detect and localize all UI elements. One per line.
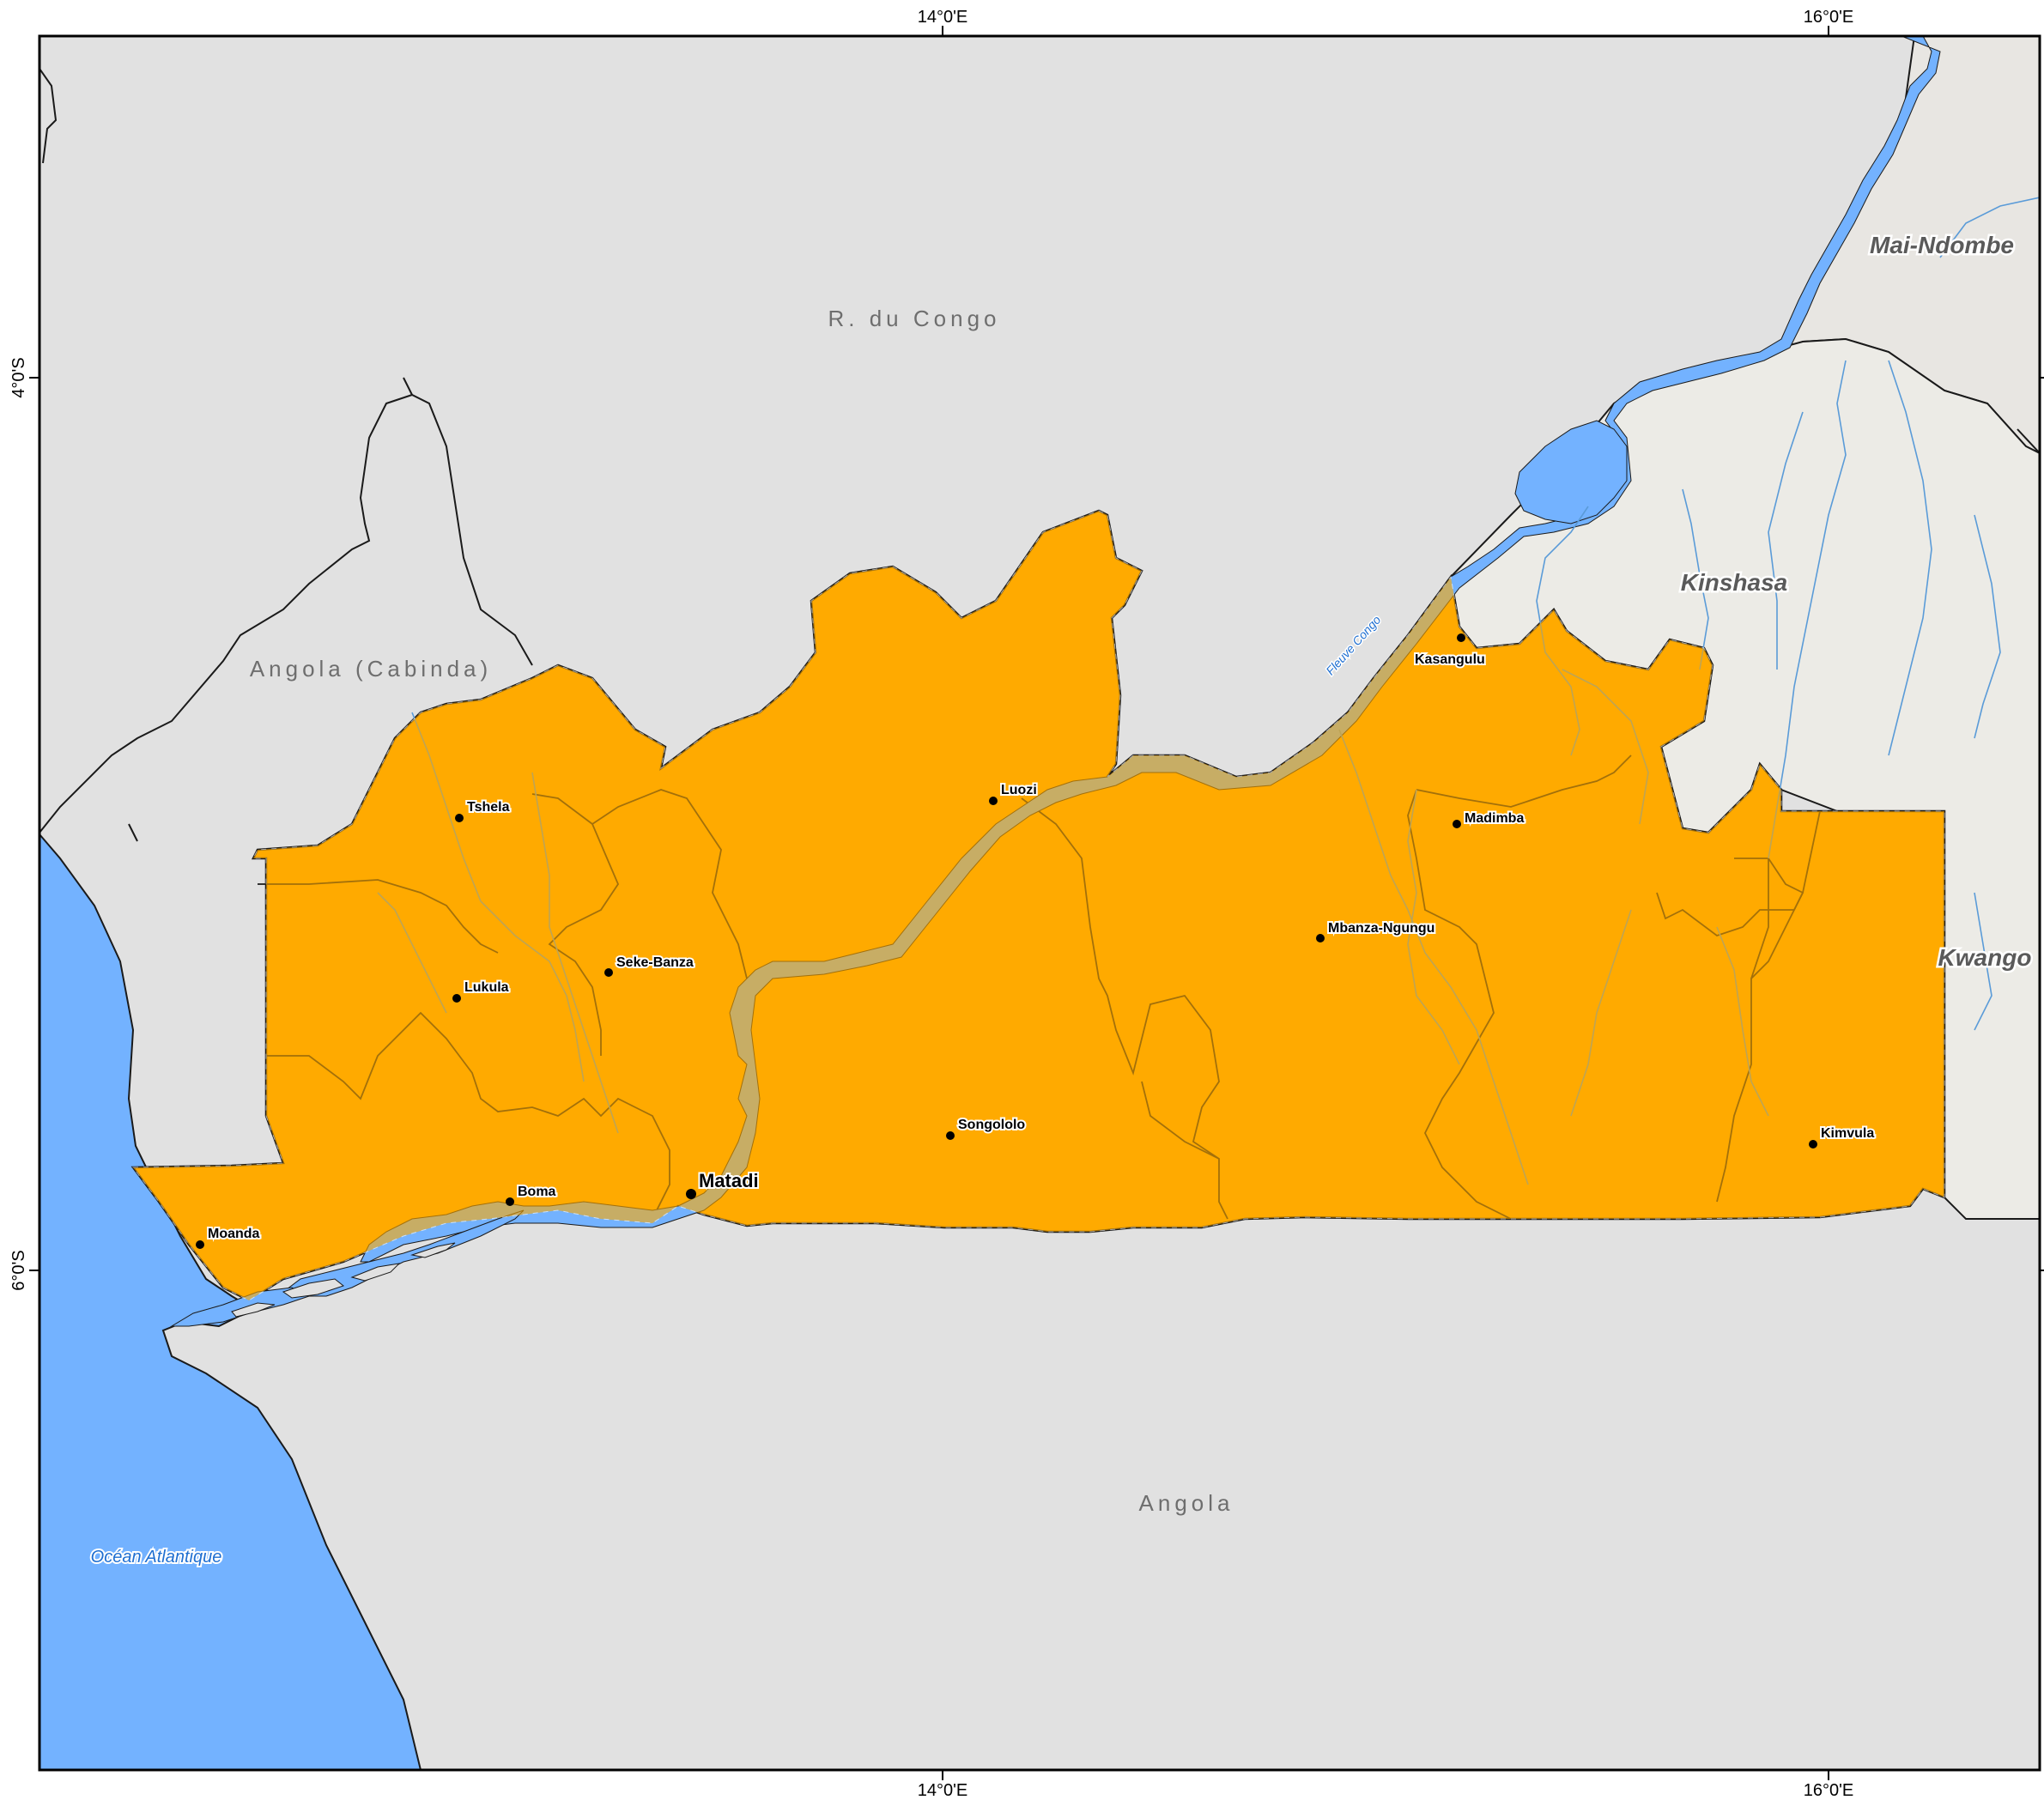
city-dot-matadi [686,1189,696,1199]
left-tick-4s: 4°0'S [9,357,28,397]
city-dot-mbanza-ngungu [1316,934,1325,942]
city-dot-tshela [455,814,464,822]
city-label-mbanza-ngungu: Mbanza-Ngungu [1328,921,1434,936]
city-dot-lukula [452,994,461,1003]
map-frame [38,34,2041,1772]
cities: Tshela Seke-Banza Lukula Moanda Boma Mat… [196,633,1876,1249]
city-dot-seke-banza [604,968,613,977]
estuary-islands [231,1242,456,1318]
city-label-madimba: Madimba [1465,811,1524,826]
top-tick-14e: 14°0'E [918,8,968,27]
city-label-matadi: Matadi [699,1170,759,1191]
city-label-seke-banza: Seke-Banza [616,955,694,970]
label-kwango: Kwango [1938,944,2032,971]
city-dot-luozi [989,797,998,805]
graticule-ticks [29,26,2044,1780]
city-label-kasangulu: Kasangulu [1415,652,1485,667]
city-label-tshela: Tshela [467,800,510,815]
international-boundaries [39,68,2040,842]
label-kinshasa: Kinshasa [1681,569,1788,596]
label-angola: Angola [1139,1490,1234,1516]
label-rdc: R. du Congo [828,306,1001,331]
city-label-lukula: Lukula [464,980,509,995]
bottom-tick-14e: 14°0'E [918,1781,968,1800]
city-dot-songololo [946,1131,955,1140]
city-dot-madimba [1453,820,1461,828]
city-label-kimvula: Kimvula [1821,1126,1874,1141]
top-tick-16e: 16°0'E [1804,8,1854,27]
label-ocean: Océan Atlantique [91,1548,222,1567]
city-label-songololo: Songololo [958,1118,1025,1132]
left-tick-6s: 6°0'S [9,1250,28,1290]
city-dot-boma [506,1197,514,1206]
label-maindombe: Mai-Ndombe [1870,232,2014,258]
city-dot-moanda [196,1240,204,1249]
label-cabinda: Angola (Cabinda) [250,656,492,682]
city-dot-kimvula [1809,1140,1817,1148]
city-label-moanda: Moanda [208,1227,260,1241]
city-label-boma: Boma [518,1185,556,1199]
city-label-luozi: Luozi [1001,783,1037,797]
bottom-tick-16e: 16°0'E [1804,1781,1854,1800]
city-dot-kasangulu [1457,633,1465,642]
